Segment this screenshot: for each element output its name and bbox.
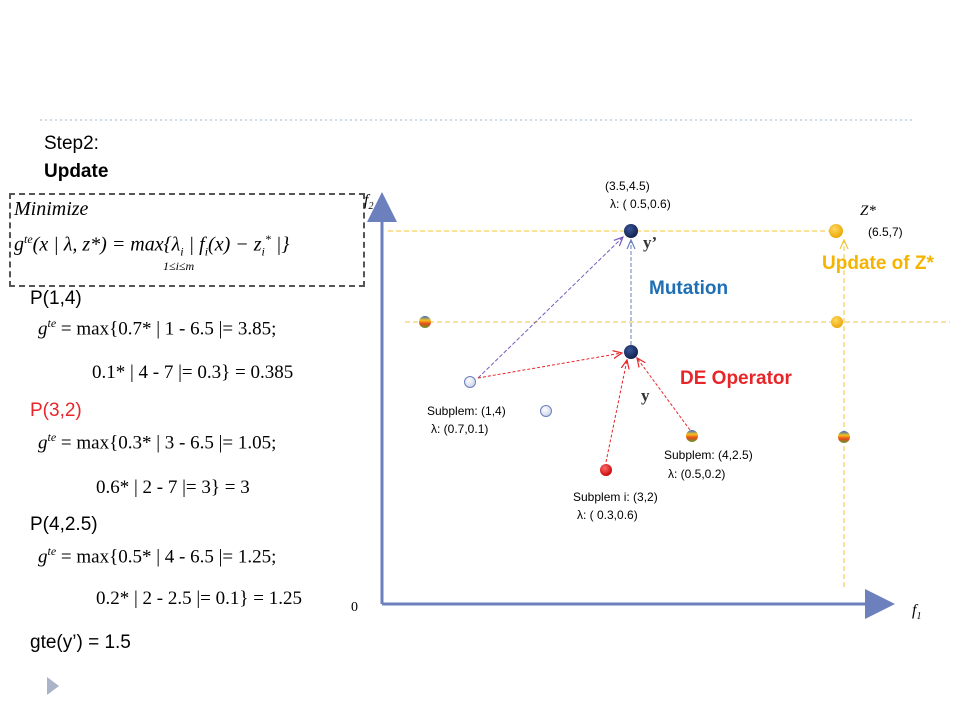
tchebycheff-formula: gte(x | λ, z*) = max{λi | fi(x) − zi* |} — [14, 232, 290, 259]
origin-label: 0 — [351, 600, 358, 615]
update-z-label: Update of Z* — [822, 253, 934, 274]
step-title: Update — [44, 161, 109, 182]
top-point-lambda: λ: ( 0.5,0.6) — [610, 197, 671, 211]
sub3-name: Subplem i: (3,2) — [573, 490, 658, 504]
point-rainbow-left — [419, 316, 431, 328]
p3-label: P(4,2.5) — [30, 514, 98, 535]
step-label: Step2: — [44, 133, 99, 154]
point-y — [624, 345, 638, 359]
sub2-name: Subplem: (4,2.5) — [664, 448, 753, 462]
top-point-coord: (3.5,4.5) — [605, 179, 650, 193]
y-label: y — [641, 386, 650, 405]
minimize-label: Minimize — [14, 198, 89, 220]
point-sub1 — [464, 376, 476, 388]
p3-line2: 0.2* | 2 - 2.5 |= 0.1} = 1.25 — [96, 588, 302, 609]
x-axis-label: f1 — [912, 602, 922, 623]
sub3-lambda: λ: ( 0.3,0.6) — [577, 508, 638, 522]
gte-result: gte(y’) = 1.5 — [30, 632, 131, 653]
slide-bullet-icon — [47, 677, 59, 695]
p1-line1: gte = max{0.7* | 1 - 6.5 |= 3.85; — [38, 316, 277, 340]
mutation-label: Mutation — [649, 278, 729, 299]
sub2-lambda: λ: (0.5,0.2) — [668, 467, 726, 481]
y-axis-label: f2 — [364, 192, 374, 213]
point-sub2 — [686, 430, 698, 442]
de-operator-label: DE Operator — [680, 368, 792, 389]
p2-line1: gte = max{0.3* | 3 - 6.5 |= 1.05; — [38, 430, 277, 454]
point-yprime — [624, 224, 638, 238]
arrow-sub3-to-y — [605, 360, 627, 463]
yprime-label: y’ — [643, 233, 658, 252]
zstar-label: Z* — [860, 203, 876, 219]
sub1-name: Subplem: (1,4) — [427, 404, 506, 418]
formula-under: 1≤i≤m — [163, 259, 195, 273]
arrow-sub1-to-y — [477, 353, 622, 379]
arrow-sub1-to-yprime — [477, 237, 623, 379]
p1-line2: 0.1* | 4 - 7 |= 0.3} = 0.385 — [92, 362, 294, 383]
p2-line2: 0.6* | 2 - 7 |= 3} = 3 — [96, 477, 250, 498]
p3-line1: gte = max{0.5* | 4 - 6.5 |= 1.25; — [38, 544, 277, 568]
point-pale-2 — [540, 405, 552, 417]
point-orange-mid — [831, 316, 843, 328]
sub1-lambda: λ: (0.7,0.1) — [431, 422, 489, 436]
point-sub3 — [600, 464, 612, 476]
point-rainbow-right — [838, 431, 850, 443]
zstar-coord: (6.5,7) — [868, 225, 903, 239]
point-zstar — [829, 224, 843, 238]
top-separator — [40, 119, 915, 121]
p1-label: P(1,4) — [30, 288, 82, 309]
formula-box — [9, 193, 365, 287]
p2-label: P(3,2) — [30, 400, 82, 421]
